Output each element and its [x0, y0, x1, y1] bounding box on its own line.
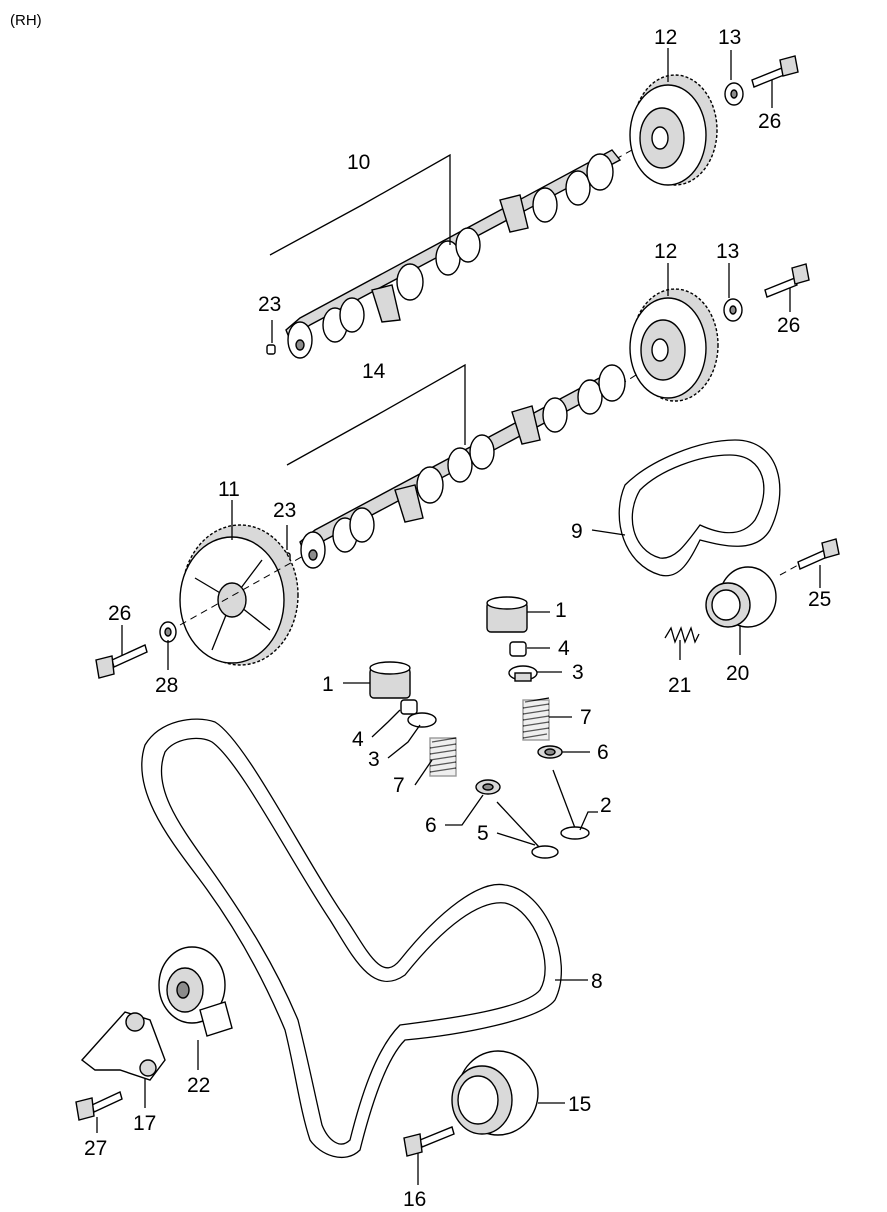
- variant-label: (RH): [10, 12, 42, 29]
- dowel-pin-upper[interactable]: [266, 344, 276, 355]
- callout-bracket-10: [269, 153, 451, 256]
- leader-4-left: [371, 709, 401, 738]
- callout-3-right: 3: [572, 661, 584, 684]
- callout-26-middle: 26: [777, 314, 800, 337]
- cam-sprocket-left[interactable]: [179, 524, 306, 666]
- tappet-left[interactable]: [369, 661, 411, 699]
- timing-belt-small[interactable]: [618, 439, 781, 577]
- valve-spring-right[interactable]: [522, 697, 550, 741]
- camshaft-upper[interactable]: [285, 139, 651, 359]
- callout-13-upper: 13: [718, 26, 741, 49]
- spring-retainer-right[interactable]: [508, 665, 538, 682]
- callout-10: 10: [347, 151, 370, 174]
- callout-17: 17: [133, 1112, 156, 1135]
- valve-seal-right[interactable]: [537, 745, 563, 759]
- leader-2: [579, 811, 598, 831]
- leader-3-left: [387, 724, 421, 759]
- tensioner-bolt[interactable]: [779, 538, 840, 576]
- valve-spring-left[interactable]: [429, 737, 457, 777]
- callout-16: 16: [403, 1188, 426, 1211]
- callout-1-left: 1: [322, 673, 334, 696]
- tensioner-spring[interactable]: [664, 626, 700, 644]
- bolt-left[interactable]: [95, 644, 148, 679]
- valve-cotter-right[interactable]: [509, 641, 527, 657]
- washer-middle[interactable]: [723, 298, 743, 322]
- idler-bolt[interactable]: [403, 1126, 455, 1157]
- callout-11: 11: [218, 478, 240, 501]
- leader-5: [496, 832, 536, 846]
- auto-tensioner-pulley[interactable]: [158, 946, 233, 1037]
- callout-23-upper: 23: [258, 293, 281, 316]
- callout-2: 2: [600, 794, 612, 817]
- callout-15: 15: [568, 1093, 591, 1116]
- idler-pulley[interactable]: [451, 1050, 539, 1136]
- callout-4-right: 4: [558, 637, 570, 660]
- spring-retainer-left[interactable]: [407, 712, 437, 728]
- callout-3-left: 3: [368, 748, 380, 771]
- callout-12-upper: 12: [654, 26, 677, 49]
- valve-seal-left[interactable]: [475, 779, 501, 795]
- callout-21: 21: [668, 674, 691, 697]
- callout-7-left: 7: [393, 774, 405, 797]
- washer-upper[interactable]: [724, 82, 744, 106]
- callout-numbers: 12 13 26 10 23 12 13 26 14 11 23 9 25 26…: [84, 26, 831, 1211]
- bolt-upper[interactable]: [751, 55, 799, 88]
- timing-belt-main[interactable]: [141, 718, 562, 1159]
- callout-26-left: 26: [108, 602, 131, 625]
- tensioner-pulley-small[interactable]: [705, 566, 777, 628]
- washer-left[interactable]: [159, 621, 177, 643]
- cam-sprocket-upper[interactable]: [629, 74, 718, 186]
- callout-4-left: 4: [352, 728, 364, 751]
- tensioner-arm-bolt[interactable]: [75, 1091, 123, 1121]
- exhaust-valve[interactable]: [496, 801, 559, 859]
- callout-1-right: 1: [555, 599, 567, 622]
- callout-14: 14: [362, 360, 386, 383]
- tappet-right[interactable]: [486, 596, 528, 633]
- leader-6-left: [445, 794, 484, 826]
- callout-9: 9: [571, 520, 583, 543]
- intake-valve[interactable]: [552, 769, 590, 840]
- leader-9: [591, 529, 626, 536]
- callout-25: 25: [808, 588, 831, 611]
- callout-bracket-14: [286, 363, 466, 466]
- callout-23-lower: 23: [273, 499, 296, 522]
- callout-6-left: 6: [425, 814, 437, 837]
- callout-22: 22: [187, 1074, 210, 1097]
- camshaft-lower[interactable]: [299, 359, 661, 569]
- callout-20: 20: [726, 662, 749, 685]
- callout-8: 8: [591, 970, 603, 993]
- tensioner-arm[interactable]: [80, 1011, 166, 1081]
- callout-27: 27: [84, 1137, 107, 1160]
- callout-13-middle: 13: [716, 240, 739, 263]
- callout-28: 28: [155, 674, 178, 697]
- callout-26-upper: 26: [758, 110, 781, 133]
- leader-7-left: [414, 759, 433, 786]
- bolt-middle[interactable]: [764, 263, 810, 298]
- callout-7-right: 7: [580, 706, 592, 729]
- callout-5: 5: [477, 822, 489, 845]
- cam-sprocket-middle[interactable]: [629, 288, 719, 402]
- callout-6-right: 6: [597, 741, 609, 764]
- callout-12-middle: 12: [654, 240, 677, 263]
- valve-cotter-left[interactable]: [400, 699, 418, 715]
